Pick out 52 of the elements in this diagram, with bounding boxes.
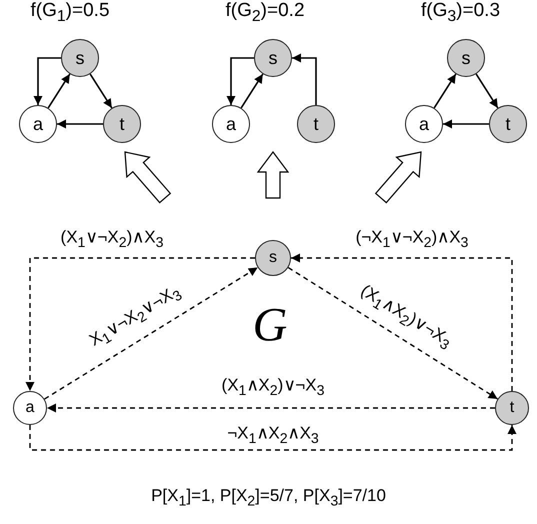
arrow: [292, 54, 317, 105]
node-label: a: [226, 115, 236, 133]
node-circle: [254, 39, 292, 77]
block-arrow: [124, 151, 172, 204]
node-circle: [447, 39, 485, 77]
node-circle: [495, 391, 529, 425]
arrow: [443, 120, 489, 128]
node-label: a: [418, 115, 429, 133]
node-label: a: [26, 400, 34, 416]
arrow: [434, 74, 456, 108]
graph-title: f(G$_{2}$)=0.2: [224, 0, 306, 26]
node-label: s: [462, 49, 470, 67]
node-label: t: [313, 115, 318, 133]
arrow: [291, 254, 513, 391]
edge-label: ¬X$_{1}$∧X$_{2}$∧X$_{3}$: [227, 424, 319, 448]
node-label: s: [76, 49, 84, 67]
arrow: [226, 57, 254, 105]
edge-label: (¬X$_{1}$∨¬X$_{2}$)∧X$_{3}$: [356, 228, 468, 252]
arrow: [47, 404, 495, 412]
node-label: t: [119, 115, 124, 133]
graph-symbol: G: [252, 298, 288, 352]
block-arrow: [256, 151, 290, 199]
block-arrow: [374, 151, 422, 204]
edge-label: (X$_{1}$∧X$_{2}$)∨¬X$_{3}$: [222, 376, 324, 400]
node-circle: [405, 105, 443, 143]
node-label: t: [510, 400, 514, 416]
graph-title: f(G$_{1}$)=0.5: [29, 0, 111, 26]
arrow: [476, 74, 498, 108]
arrow: [48, 74, 70, 108]
node-label: s: [269, 250, 277, 266]
arrow: [240, 74, 264, 108]
arrow: [90, 74, 112, 108]
node-label: t: [505, 115, 510, 133]
node-label: a: [32, 115, 43, 133]
arrow: [34, 57, 61, 105]
caption: P[X$_{1}$]=1, P[X$_{2}$]=5/7, P[X$_{3}$]=7/10: [150, 486, 387, 510]
node-circle: [489, 105, 527, 143]
node-circle: [103, 105, 141, 143]
node-circle: [61, 39, 99, 77]
node-circle: [255, 240, 291, 276]
arrow: [29, 425, 516, 451]
node-circle: [19, 105, 57, 143]
graph-title: f(G$_{3}$)=0.3: [420, 0, 502, 26]
node-circle: [13, 391, 47, 425]
node-label: s: [268, 49, 278, 67]
arrow: [57, 120, 103, 128]
node-circle: [297, 105, 335, 143]
node-circle: [212, 105, 250, 143]
edge-label: (X$_{1}$∨¬X$_{2}$)∧X$_{3}$: [60, 228, 164, 252]
arrow: [44, 266, 258, 400]
arrow: [288, 266, 498, 400]
arrow: [26, 257, 255, 391]
